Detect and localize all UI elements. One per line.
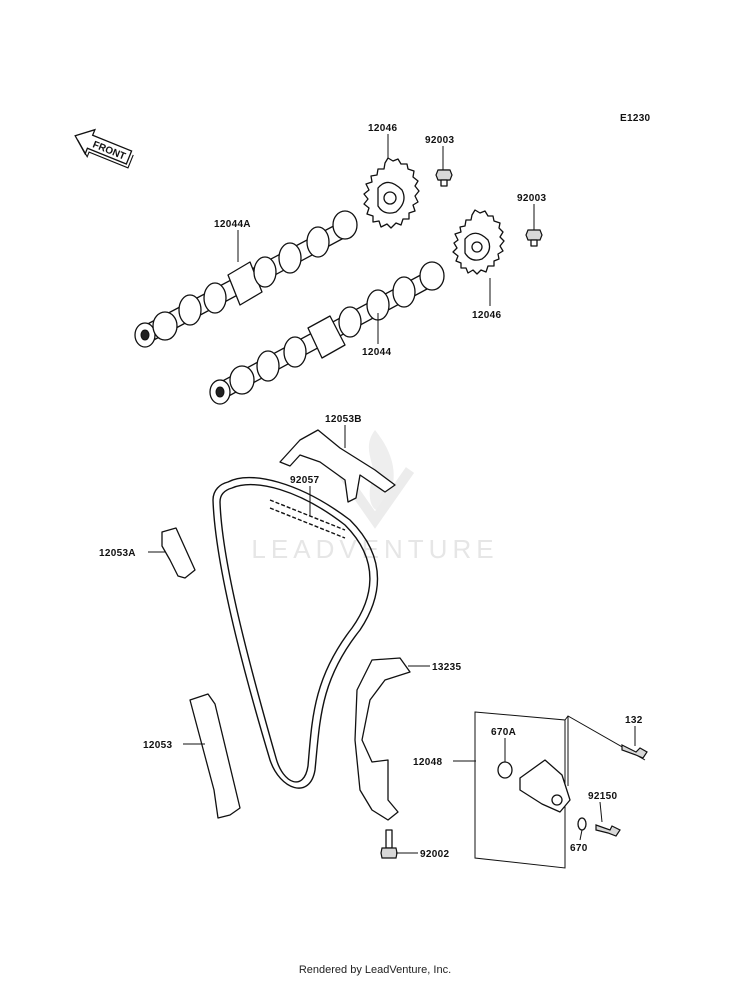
sprocket-lower — [452, 209, 505, 275]
label-12046-lower: 12046 — [472, 310, 501, 321]
label-670: 670 — [570, 843, 588, 854]
camshaft-12044 — [209, 261, 445, 405]
bolt-92002 — [380, 829, 398, 859]
leader-lines — [148, 134, 636, 854]
tensioner-guide-13235 — [354, 657, 411, 821]
bolt-92003-upper — [435, 169, 453, 187]
label-12044: 12044 — [362, 347, 391, 358]
label-92057: 92057 — [290, 475, 319, 486]
label-92002: 92002 — [420, 849, 449, 860]
label-92003-right: 92003 — [517, 193, 546, 204]
bolt-92003-right — [525, 229, 543, 247]
label-92150: 92150 — [588, 791, 617, 802]
label-132: 132 — [625, 715, 643, 726]
chain-guide-12053b — [279, 429, 396, 503]
sprocket-upper — [363, 157, 420, 229]
tensioner-box — [474, 711, 646, 869]
chain-guide-12053a — [161, 527, 196, 579]
label-12044a: 12044A — [214, 219, 251, 230]
chain-guide-12053 — [189, 693, 241, 819]
bolt-92150 — [595, 824, 621, 837]
watermark: LEADVENTURE — [251, 430, 498, 564]
label-12048: 12048 — [413, 757, 442, 768]
label-13235: 13235 — [432, 662, 461, 673]
camshaft-12044a — [134, 210, 358, 348]
part-labels: 12046 92003 92003 12044A 12046 12044 120… — [99, 123, 643, 860]
footer-credit: Rendered by LeadVenture, Inc. — [298, 964, 452, 976]
label-92003-upper: 92003 — [425, 135, 454, 146]
label-12053: 12053 — [143, 740, 172, 751]
label-12046-upper: 12046 — [368, 123, 397, 134]
watermark-text: LEADVENTURE — [251, 534, 498, 564]
label-12053b: 12053B — [325, 414, 362, 425]
page-code: E1230 — [620, 113, 651, 124]
front-arrow-icon: FRONT — [74, 128, 134, 169]
label-12053a: 12053A — [99, 548, 136, 559]
bolt-132 — [621, 744, 648, 759]
timing-chain — [212, 476, 379, 789]
label-670a: 670A — [491, 727, 516, 738]
